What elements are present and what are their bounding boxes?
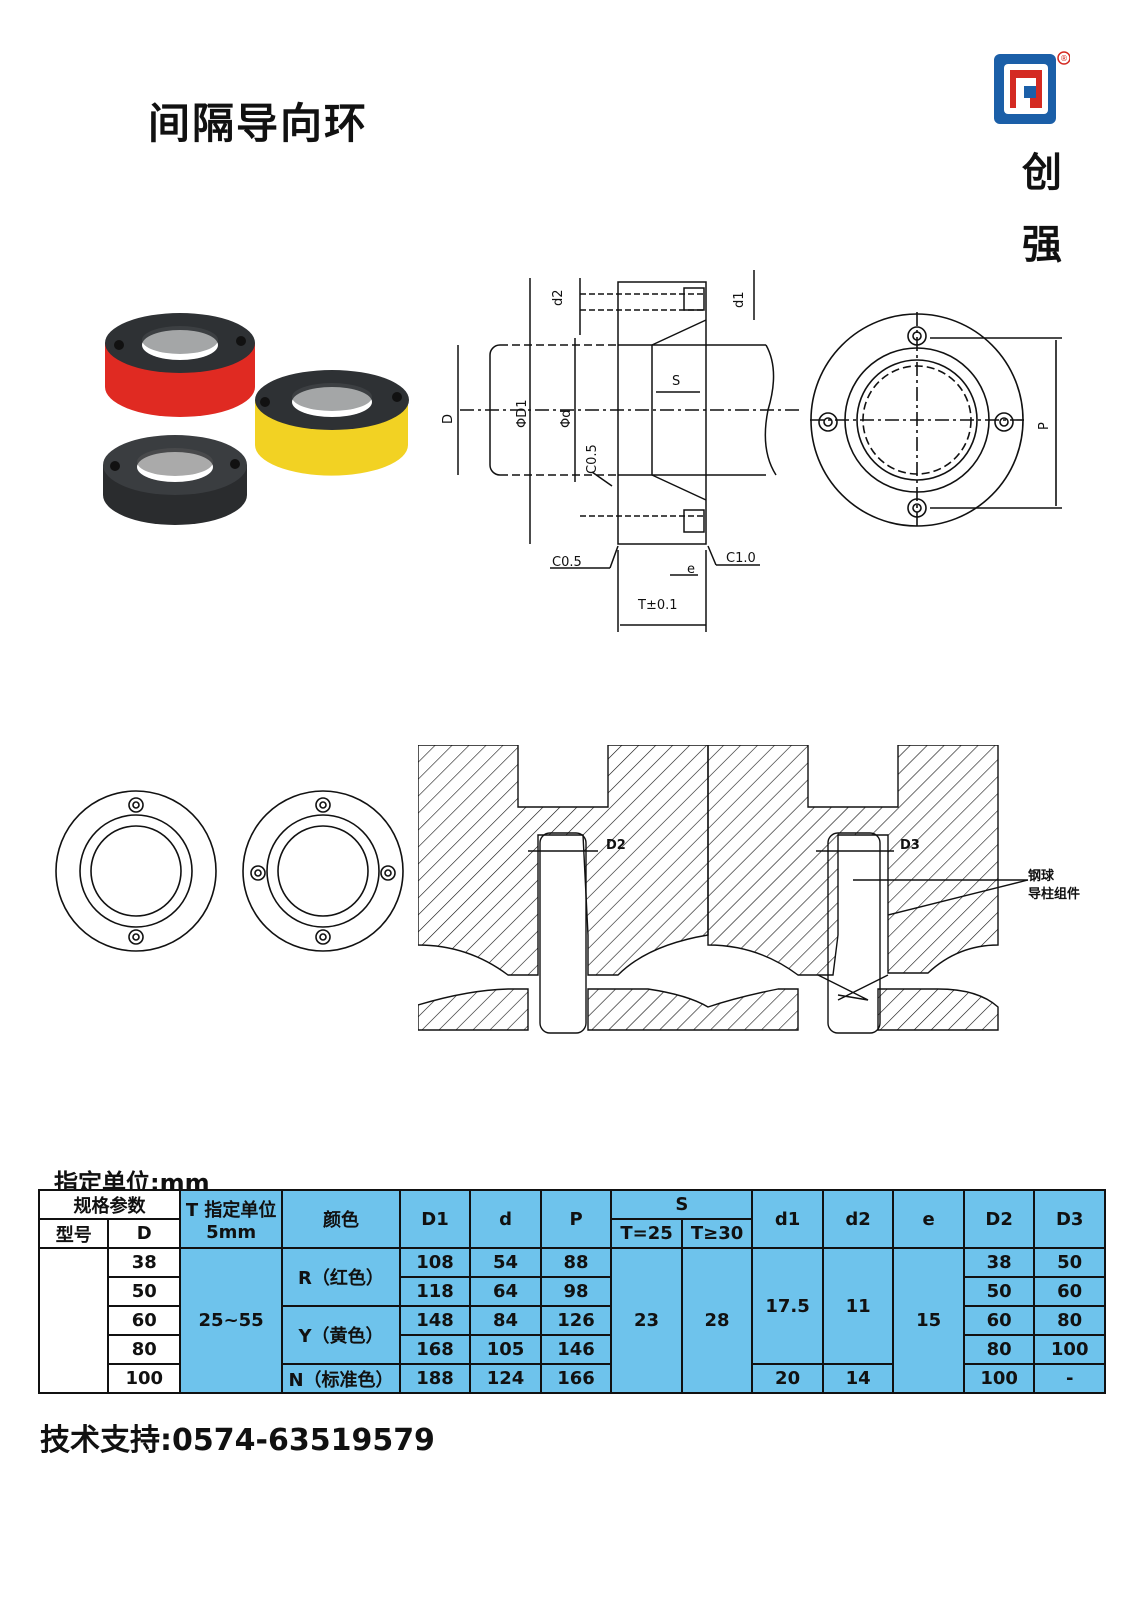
- cell-d2-b: 14: [821, 1363, 895, 1394]
- page-title: 间隔导向环: [148, 99, 369, 148]
- cell-P: 98: [539, 1276, 613, 1307]
- cell-d1-b: 20: [751, 1363, 824, 1394]
- brand-char-1: 创: [1022, 150, 1062, 196]
- model-cell: [37, 1247, 110, 1394]
- label-e: e: [687, 562, 695, 577]
- cell-D3: 80: [1033, 1305, 1106, 1336]
- cell-D3: 60: [1033, 1276, 1106, 1307]
- support-phone: 技术支持:0574-63519579: [40, 1423, 435, 1458]
- label-p: P: [1037, 422, 1052, 430]
- header-e: e: [892, 1189, 965, 1249]
- header-color: 颜色: [281, 1189, 401, 1249]
- label-d1: d1: [732, 291, 747, 308]
- brand-logo: ®: [994, 51, 1070, 124]
- cell-color-n: N（标准色）: [281, 1363, 401, 1394]
- cell-d: 124: [469, 1363, 542, 1394]
- cell-P: 88: [539, 1247, 613, 1278]
- cell-D: 80: [107, 1334, 182, 1365]
- cell-D2: 50: [962, 1276, 1036, 1307]
- header-D: D: [107, 1218, 182, 1249]
- label-c05-outer: C0.5: [552, 555, 582, 570]
- cell-D1: 108: [398, 1247, 472, 1278]
- cell-D1: 148: [398, 1305, 472, 1336]
- cell-D1: 188: [398, 1363, 472, 1394]
- label-phid: Φd: [559, 410, 574, 428]
- cell-D: 38: [107, 1247, 182, 1278]
- header-d1: d1: [751, 1189, 824, 1249]
- cell-d: 64: [469, 1276, 542, 1307]
- label-c05-inner: C0.5: [585, 444, 600, 474]
- registered-mark: ®: [1060, 54, 1068, 63]
- cell-D2: 80: [962, 1334, 1036, 1365]
- brand-char-2: 强: [1022, 222, 1062, 268]
- cell-P: 146: [539, 1334, 613, 1365]
- label-ball: 钢球: [1028, 868, 1055, 884]
- label-phiD1: ΦD1: [515, 399, 530, 428]
- section-drawing: d2 d1 D ΦD1 Φd S C0.5 C0.5 C1.0 e T±0.1 …: [441, 270, 1062, 632]
- cell-D3: -: [1033, 1363, 1106, 1394]
- ring-front-views: [55, 790, 404, 952]
- header-model: 型号: [37, 1218, 110, 1249]
- cell-D2: 60: [962, 1305, 1036, 1336]
- cell-d2-a: 11: [821, 1247, 895, 1365]
- cell-color-y: Y（黄色）: [281, 1305, 401, 1365]
- assembly-drawing: D2 D3 钢球 导柱组件: [418, 745, 1080, 1034]
- red-ring: [105, 313, 255, 417]
- table-row: 38 25~55 R（红色） 108 54 88 23 28 17.5 11 1…: [37, 1247, 1106, 1394]
- black-ring: [103, 435, 247, 525]
- cell-D3: 100: [1033, 1334, 1106, 1365]
- table-row: 100 N（标准色） 188 124 166 20 14 100 -: [39, 1363, 1106, 1394]
- header-D3: D3: [1033, 1189, 1106, 1249]
- cell-D2: 38: [962, 1247, 1036, 1278]
- label-S: S: [672, 374, 680, 389]
- cell-S30: 28: [680, 1247, 754, 1394]
- header-S30: T≥30: [680, 1218, 754, 1249]
- cell-P: 126: [539, 1305, 613, 1336]
- cell-P: 166: [539, 1363, 613, 1394]
- header-D1: D1: [398, 1189, 472, 1249]
- header-D2: D2: [962, 1189, 1036, 1249]
- yellow-ring: [255, 370, 409, 476]
- cell-T: 25~55: [179, 1247, 284, 1394]
- cell-D: 50: [107, 1276, 182, 1307]
- header-P: P: [539, 1189, 613, 1249]
- product-rings-image: [103, 313, 409, 525]
- label-d2: d2: [551, 289, 566, 306]
- table-row: 80 168 105 146 80 100: [39, 1334, 1106, 1365]
- header-d2: d2: [821, 1189, 895, 1249]
- cell-D1: 118: [398, 1276, 472, 1307]
- label-c10: C1.0: [726, 551, 756, 566]
- label-D: D: [441, 414, 456, 424]
- header-S25: T=25: [610, 1218, 683, 1249]
- table-row: 50 118 64 98 50 60: [39, 1276, 1106, 1307]
- label-pillar: 导柱组件: [1028, 886, 1080, 902]
- cell-D1: 168: [398, 1334, 472, 1365]
- cell-color-r: R（红色）: [281, 1247, 401, 1307]
- cell-S25: 23: [610, 1247, 683, 1394]
- label-D3: D3: [900, 838, 920, 853]
- header-d: d: [469, 1189, 542, 1249]
- cell-e: 15: [892, 1247, 965, 1394]
- cell-d: 54: [469, 1247, 542, 1278]
- label-D2: D2: [606, 838, 626, 853]
- label-t: T±0.1: [637, 598, 678, 613]
- cell-d1-a: 17.5: [751, 1247, 824, 1365]
- header-spec: 规格参数: [37, 1189, 182, 1220]
- cell-D3: 50: [1033, 1247, 1106, 1278]
- cell-D: 100: [107, 1363, 182, 1394]
- cell-d: 84: [469, 1305, 542, 1336]
- table-row: 60 Y（黄色） 148 84 126 60 80: [39, 1305, 1106, 1365]
- cell-D2: 100: [962, 1363, 1036, 1394]
- header-S: S: [610, 1189, 754, 1220]
- cell-D: 60: [107, 1305, 182, 1336]
- cell-d: 105: [469, 1334, 542, 1365]
